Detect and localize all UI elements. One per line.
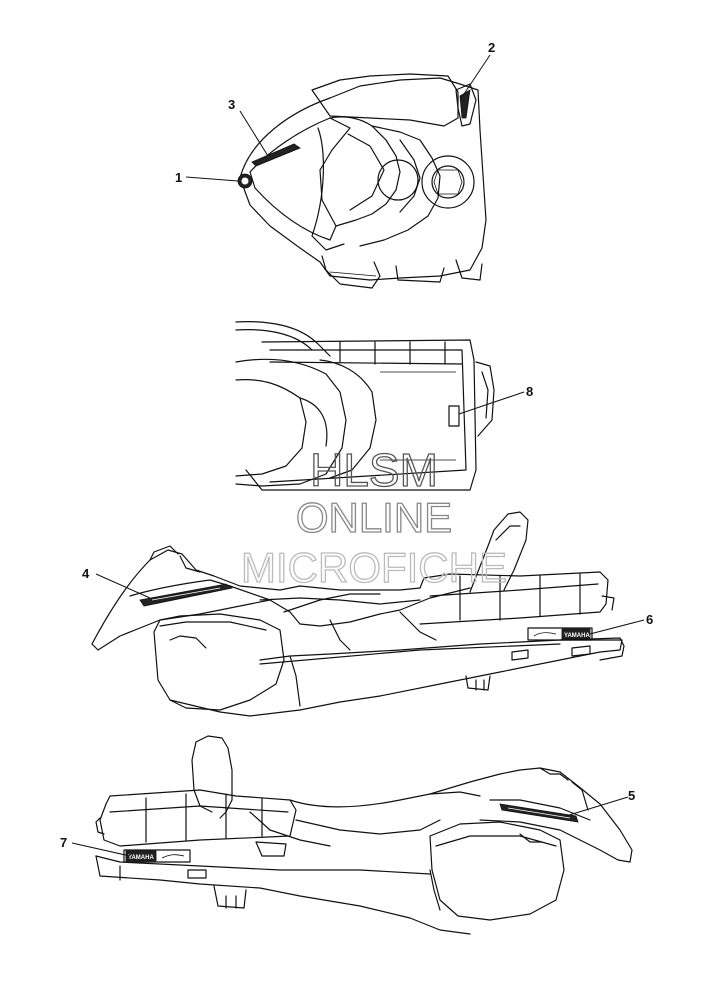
callout-leaders	[71, 54, 645, 857]
callout-labels: 1 2 3 4 5 6 7 8	[60, 40, 653, 850]
callout-7: 7	[60, 835, 67, 850]
decal-part-2	[455, 83, 477, 127]
decal-part-4	[139, 583, 234, 607]
right-side-view: YAMAHA	[95, 735, 633, 935]
callout-8: 8	[526, 384, 533, 399]
left-side-view: YAMAHA	[91, 511, 625, 717]
decal-part-8	[448, 405, 460, 427]
callout-5: 5	[628, 788, 635, 803]
watermark-line-3: MICROFICHE	[241, 544, 507, 591]
callout-2: 2	[488, 40, 495, 55]
rear-rack-view	[235, 321, 495, 491]
callout-4: 4	[82, 566, 90, 581]
front-hood-view	[237, 73, 487, 289]
watermark-line-2: ONLINE	[296, 494, 452, 541]
decal-part-3	[251, 143, 301, 167]
callout-3: 3	[228, 97, 235, 112]
decal-6-yamaha-text: YAMAHA	[564, 633, 590, 639]
callout-6: 6	[646, 612, 653, 627]
watermark-line-1: HLSM	[310, 444, 438, 496]
decal-7-yamaha-text: YAMAHA	[128, 855, 154, 861]
callout-1: 1	[175, 170, 182, 185]
watermark: HLSM ONLINE MICROFICHE	[240, 443, 507, 591]
decal-part-7	[123, 849, 191, 863]
